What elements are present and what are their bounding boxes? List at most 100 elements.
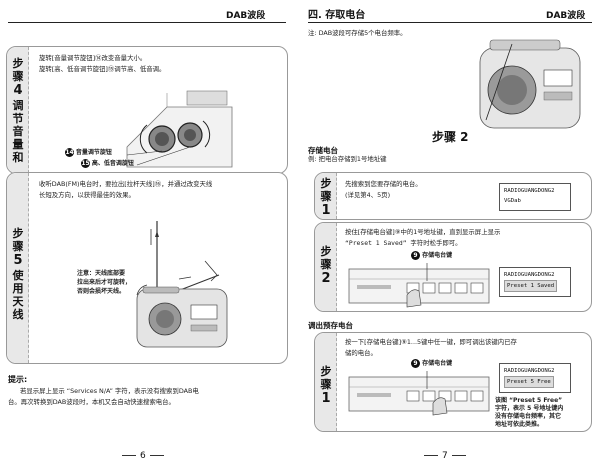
tip-text: 若显示屏上显示 “Services N/A” 字符，表示没有搜索到DAB电 台。… [8,386,292,408]
store-step2-label-mid: 骤 [320,258,332,271]
store-step1-tab [315,173,337,219]
recall-note-line4: 地址可依此类推。 [495,421,544,428]
right-header: DAB波段 [546,11,586,21]
recall-step1-label-mid: 骤 [320,378,332,391]
tip-line2: 台。再次转换到DAB波段时，本机又会自动快速搜索电台。 [8,398,175,406]
store-title: 存储电台 [308,146,338,155]
step4-box: 步 骤 4 调 节 音 量 和 音 旋转[音量调节旋钮]⑭改变音量大小。 旋转[… [6,46,288,174]
recall-step1-box: 步 骤 1 按一下[存储电台键]⑨1...5键中任一键，即可调出该键内已存 储的… [314,332,592,432]
step5-tab [7,173,29,363]
page-dash [424,455,438,456]
lcd-line2: Preset 1 Saved [504,280,558,292]
antenna-note-line3: 否则会损坏天线。 [77,288,126,295]
recall-step1-label-top: 步 [320,365,332,378]
right-page: 四. 存取电台 DAB波段 注: DAB波段可存储5个电台频率。 步骤 2 存储… [300,0,600,475]
page-dash [149,455,164,456]
store-step1-label-top: 步 [320,177,332,190]
store-step2-line1: 按住[存储电台键]⑨中的1号地址键，直到显示屏上显示 [345,228,501,236]
antenna-note-line1: 注意：天线底部要 [77,270,126,277]
step5-char: 天 [12,295,24,308]
badge-15: 15 [81,159,90,168]
recall-line1: 按一下[存储电台键]⑨1...5键中任一键，即可调出该键内已存 [345,338,517,346]
knobs-illustration [126,90,233,168]
store-step2-callout: 9 存储电台键 [411,251,452,260]
badge-14: 14 [65,148,74,157]
badge-9: 9 [411,359,420,368]
store-step1-line1: 先搜索到您要存储的电台。 [345,180,422,188]
step5-text-line2: 长短及方向，以获得最佳的效果。 [39,191,135,199]
recall-note-line3: 没有存储电台频率，其它 [495,413,562,420]
step5-instruction: 收听DAB(FM)电台时，要拉出[拉杆天线]⑯，并通过改变天线 长短及方向，以获… [39,179,287,201]
step4-tab [7,47,29,173]
step4-instruction: 旋转[音量调节旋钮]⑭改变音量大小。 旋转[高、低音调节旋钮]⑮调节高、低音调。 [39,53,284,75]
step4-char: 和 [12,151,24,164]
store-step1-display: RADIOGUANGDONG2 VGDab [499,183,571,211]
antenna-note: 注意：天线底部要 拉出来后才可旋转， 否则会损坏天线。 [77,269,131,296]
page-dash [122,455,136,456]
radio-antenna-illustration [136,221,228,348]
lcd-line1: RADIOGUANGDONG2 [504,368,555,374]
callout-volume-label: 音量调节旋钮 [75,149,112,156]
store-step2-line2: “Preset 1 Saved” 字符时松手即可。 [345,239,462,247]
preset-capacity-note: 注: DAB波段可存储5个电台频率。 [308,29,407,37]
page-dash [451,455,466,456]
recall-callout: 9 存储电台键 [411,359,452,368]
recall-callout-label: 存储电台键 [422,360,453,367]
store-step1-line2: (详见第4、5页) [345,191,391,199]
badge-9: 9 [411,251,420,260]
step4-label-mid: 骤 [12,70,24,83]
recall-note-line2: 字符，表示 5 号地址键内 [495,405,564,412]
step5-number: 5 [13,253,23,268]
recall-step1-tab [315,333,337,431]
store-step2-label-top: 步 [320,245,332,258]
store-step2-text: 按住[存储电台键]⑨中的1号地址键，直到显示屏上显示 “Preset 1 Sav… [345,227,589,249]
recall-step1-number: 1 [321,391,331,406]
section-title: 四. 存取电台 [308,10,366,21]
store-step1-number: 1 [321,203,331,218]
step4-char: 调 [12,99,24,112]
step4-char: 节 [12,112,24,125]
antenna-note-line2: 拉出来后才可旋转， [77,279,132,286]
step5-char: 线 [12,308,24,321]
recall-title: 调出预存电台 [308,321,353,330]
callout-tone-knob: 15 高、低音调旋钮 [81,159,134,168]
store-step1-text: 先搜索到您要存储的电台。 (详见第4、5页) [345,179,422,201]
step4-char: 音 [12,125,24,138]
left-page-number: 6 [118,451,168,461]
left-header-rule [8,22,286,23]
right-page-number-text: 7 [442,451,448,461]
store-step2-callout-label: 存储电台键 [422,252,453,259]
recall-buttons-illustration [348,371,490,416]
lcd-line2: Preset 5 Free [504,376,554,388]
store-step2-number: 2 [321,271,331,286]
step2-caption: 步骤 2 [432,130,469,144]
store-step2-display: RADIOGUANGDONG2 Preset 1 Saved [499,267,571,297]
step4-text-line2: 旋转[高、低音调节旋钮]⑮调节高、低音调。 [39,65,166,73]
step5-text-line1: 收听DAB(FM)电台时，要拉出[拉杆天线]⑯，并通过改变天线 [39,180,213,188]
left-page: DAB波段 步 骤 4 调 节 音 量 和 音 旋转[音量调节旋钮]⑭改变音量大… [6,11,292,461]
step5-char: 用 [12,282,24,295]
lcd-line1: RADIOGUANGDONG2 [504,188,555,194]
step5-label-top: 步 [12,227,24,240]
right-header-rule [308,22,592,23]
step4-text-line1: 旋转[音量调节旋钮]⑭改变音量大小。 [39,54,147,62]
tip-line1: 若显示屏上显示 “Services N/A” 字符，表示没有搜索到DAB电 [20,387,199,395]
step4-number: 4 [13,83,23,98]
recall-note-line1: 该图 “Preset 5 Free” [495,397,563,404]
left-page-number-text: 6 [140,451,146,461]
step5-label-mid: 骤 [12,240,24,253]
right-page-number: 7 [420,451,470,461]
recall-step1-text: 按一下[存储电台键]⑨1...5键中任一键，即可调出该键内已存 储的电台。 [345,337,589,359]
left-header: DAB波段 [226,11,266,21]
recall-line2: 储的电台。 [345,349,377,357]
preset-buttons-illustration [348,263,490,308]
store-step2-box: 步 骤 2 按住[存储电台键]⑨中的1号地址键，直到显示屏上显示 “Preset… [314,222,592,312]
lcd-line1: RADIOGUANGDONG2 [504,272,555,278]
recall-display: RADIOGUANGDONG2 Preset 5 Free [499,363,571,393]
lcd-line2: VGDab [504,198,521,204]
store-step2-tab [315,223,337,311]
callout-volume-knob: 14 音量调节旋钮 [65,148,112,157]
step5-char: 使 [12,269,24,282]
callout-tone-label: 高、低音调旋钮 [91,160,134,167]
store-example: 例: 把电台存储到1号地址键 [308,155,387,163]
